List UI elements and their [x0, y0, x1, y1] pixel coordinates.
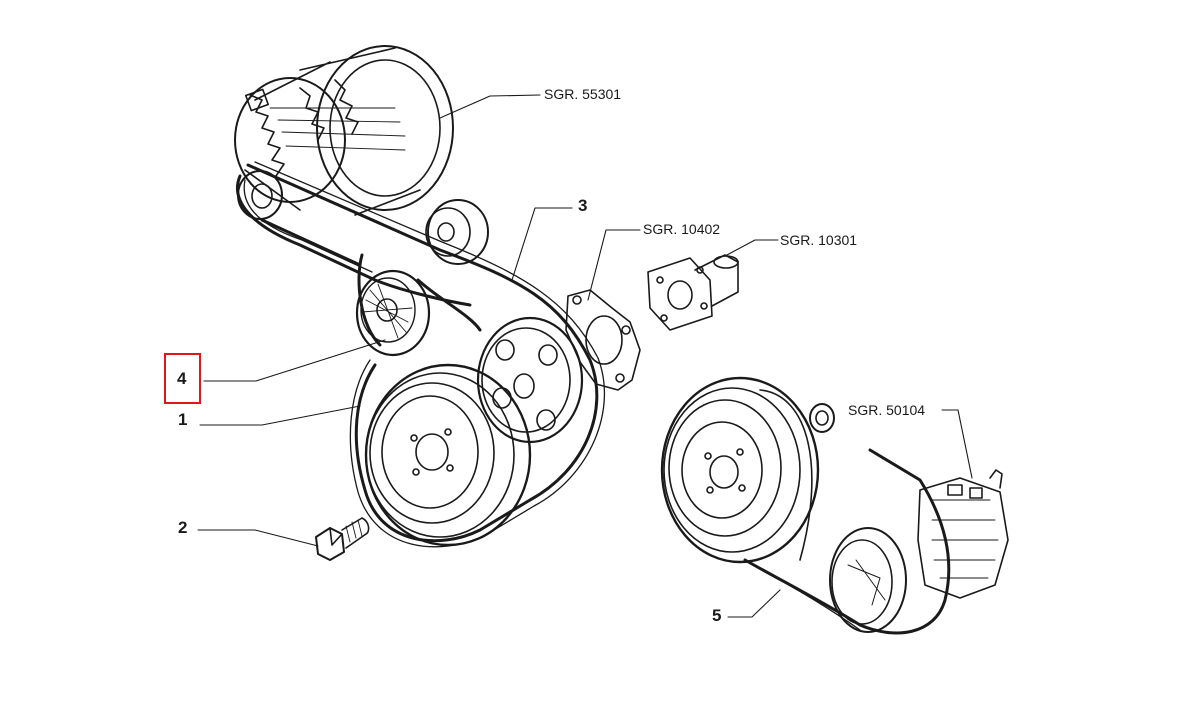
poly-v-belt-inner: [243, 161, 606, 548]
bolt-item-2: [315, 517, 370, 561]
leader-lines: [197, 94, 973, 618]
alternator: [234, 45, 454, 220]
leader-ref-compressor: [941, 409, 973, 479]
item-label-2[interactable]: 2: [178, 518, 188, 537]
ref-label-compressor[interactable]: SGR. 50104: [848, 402, 926, 418]
leader-ref-water-pump-a: [587, 229, 641, 301]
leader-item-3: [511, 207, 573, 281]
ref-label-alternator[interactable]: SGR. 55301: [544, 86, 622, 102]
tensioner-pulley: [425, 199, 489, 265]
item-label-5[interactable]: 5: [712, 606, 722, 625]
ref-label-water-pump-b[interactable]: SGR. 10301: [780, 232, 858, 248]
thermostat-housing: [647, 254, 739, 331]
leader-item-1: [199, 405, 361, 426]
water-pump-pulley: [476, 316, 584, 444]
ref-label-water-pump-a[interactable]: SGR. 10402: [643, 221, 721, 237]
leader-item-4: [203, 339, 386, 382]
water-pump-body: [565, 289, 641, 391]
item-label-4[interactable]: 4: [177, 369, 187, 388]
ac-belt-item-5: [743, 448, 951, 635]
poly-v-belt-item-3: [236, 163, 599, 543]
item-label-1[interactable]: 1: [178, 410, 188, 429]
leader-item-2: [197, 529, 319, 547]
ac-crank-pulley: [660, 376, 820, 564]
idler-pulley-item-4: [355, 269, 431, 357]
crankshaft-pulley-item-1: [364, 363, 532, 547]
leader-ref-alternator: [439, 94, 541, 119]
leader-ref-water-pump-b: [724, 239, 779, 257]
item-label-3[interactable]: 3: [578, 196, 588, 215]
leader-item-5: [727, 589, 781, 618]
ac-compressor: [809, 403, 1009, 633]
